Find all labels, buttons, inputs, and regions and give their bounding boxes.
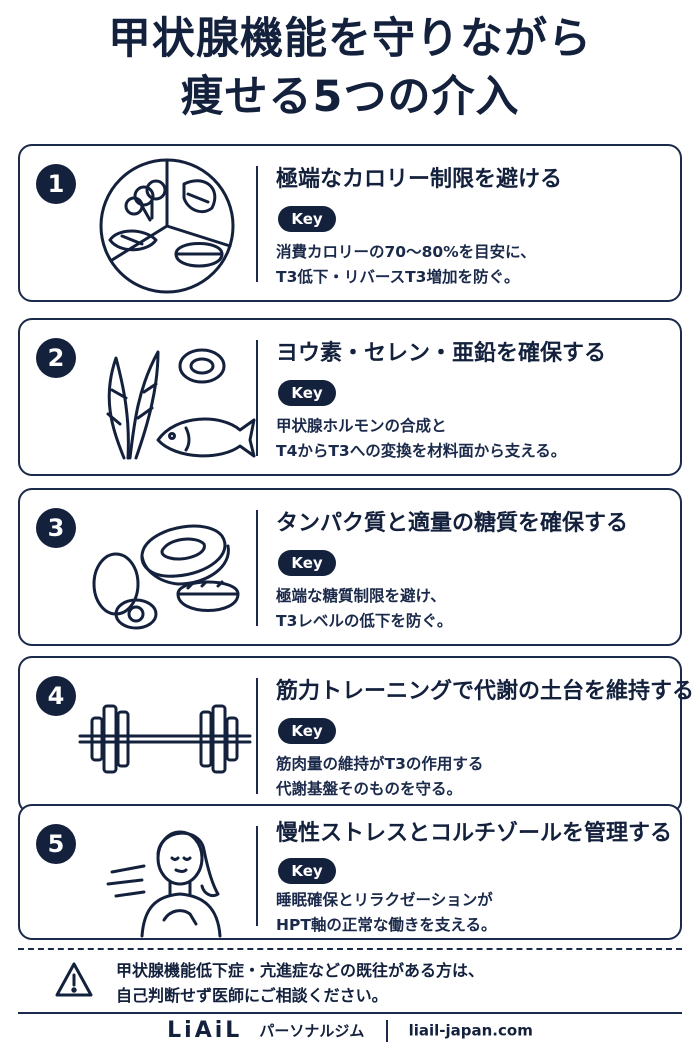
warning-line-1: 甲状腺機能低下症・亢進症などの既往がある方は、	[116, 961, 485, 980]
barbell-icon	[78, 704, 252, 774]
plate-meal-icon	[99, 158, 235, 294]
footer-divider	[18, 1012, 682, 1014]
description-line-1: 筋肉量の維持がT3の作用する	[276, 755, 484, 773]
description-line-1: 極端な糖質制限を避け、	[276, 587, 446, 605]
dashed-divider	[18, 948, 682, 950]
intervention-card-3: 3 タンパク質と適量の糖質を確保する Key 極端な糖質制限を避け、 T3レベル…	[18, 488, 682, 646]
warning-text: 甲状腺機能低下症・亢進症などの既往がある方は、 自己判断せず医師にご相談ください…	[116, 958, 484, 1008]
card-divider	[256, 166, 258, 282]
description-line-1: 甲状腺ホルモンの合成と	[276, 417, 447, 435]
intervention-card-2: 2 ヨウ素・セレン・亜鉛を確保する Key 甲状腺ホルモンの合成と T4からT3…	[18, 318, 682, 476]
key-badge: Key	[278, 858, 336, 884]
item-number: 2	[36, 338, 76, 378]
card-divider	[256, 678, 258, 794]
description-line-2: T3低下・リバースT3増加を防ぐ。	[276, 268, 520, 286]
description-line-2: 代謝基盤そのものを守る。	[276, 780, 463, 798]
steak-egg-rice-icon	[92, 524, 240, 630]
card-divider	[256, 826, 258, 926]
item-description: 睡眠確保とリラクゼーションが HPT軸の正常な働きを支える。	[276, 888, 496, 938]
item-description: 甲状腺ホルモンの合成と T4からT3への変換を材料面から支える。	[276, 414, 566, 464]
title-line-2: 痩せる5つの介入	[180, 72, 520, 122]
description-line-2: T4からT3への変換を材料面から支える。	[276, 442, 567, 460]
card-divider	[256, 510, 258, 626]
intervention-card-5: 5 慢性ストレスとコルチゾールを管理する Key 睡眠確保とリラクゼーションが …	[18, 804, 682, 940]
key-badge: Key	[278, 718, 336, 744]
description-line-1: 睡眠確保とリラクゼーションが	[276, 891, 493, 909]
title-line-1: 甲状腺機能を守りながら	[108, 14, 592, 64]
item-number: 3	[36, 508, 76, 548]
intervention-card-1: 1 極端なカロリー制限を避ける Key 消費カロリーの70～80%を目安に、 T…	[18, 144, 682, 302]
description-line-2: T3レベルの低下を防ぐ。	[276, 612, 453, 630]
item-heading: ヨウ素・セレン・亜鉛を確保する	[276, 341, 607, 366]
key-badge: Key	[278, 380, 336, 406]
website-url[interactable]: liail-japan.com	[408, 1021, 533, 1040]
brand-logo: LiAiL	[167, 1018, 243, 1043]
item-description: 極端な糖質制限を避け、 T3レベルの低下を防ぐ。	[276, 584, 452, 634]
item-heading: 極端なカロリー制限を避ける	[276, 167, 563, 192]
description-line-1: 消費カロリーの70～80%を目安に、	[276, 243, 536, 261]
item-number: 4	[36, 676, 76, 716]
item-description: 筋肉量の維持がT3の作用する 代謝基盤そのものを守る。	[276, 752, 483, 802]
item-heading: タンパク質と適量の糖質を確保する	[276, 511, 629, 536]
key-badge: Key	[278, 550, 336, 576]
warning-icon	[55, 962, 93, 997]
card-divider	[256, 340, 258, 456]
description-line-2: HPT軸の正常な働きを支える。	[276, 916, 497, 934]
item-heading: 慢性ストレスとコルチゾールを管理する	[276, 821, 673, 846]
key-badge: Key	[278, 206, 336, 232]
footer: LiAiL パーソナルジム liail-japan.com	[0, 1018, 700, 1043]
seaweed-oyster-fish-icon	[106, 348, 256, 460]
item-description: 消費カロリーの70～80%を目安に、 T3低下・リバースT3増加を防ぐ。	[276, 240, 536, 290]
intervention-card-4: 4 筋力トレーニングで代謝の土台を維持する Key 筋肉量の維持がT3の作用する…	[18, 656, 694, 814]
warning-line-2: 自己判断せず医師にご相談ください。	[116, 986, 388, 1005]
page-title: 甲状腺機能を守りながら 痩せる5つの介入	[0, 10, 700, 126]
brand-subtitle: パーソナルジム	[259, 1022, 365, 1040]
item-number: 5	[36, 824, 76, 864]
breathing-woman-icon	[106, 830, 222, 938]
item-number: 1	[36, 164, 76, 204]
item-heading: 筋力トレーニングで代謝の土台を維持する	[276, 679, 695, 704]
footer-separator	[385, 1019, 388, 1042]
